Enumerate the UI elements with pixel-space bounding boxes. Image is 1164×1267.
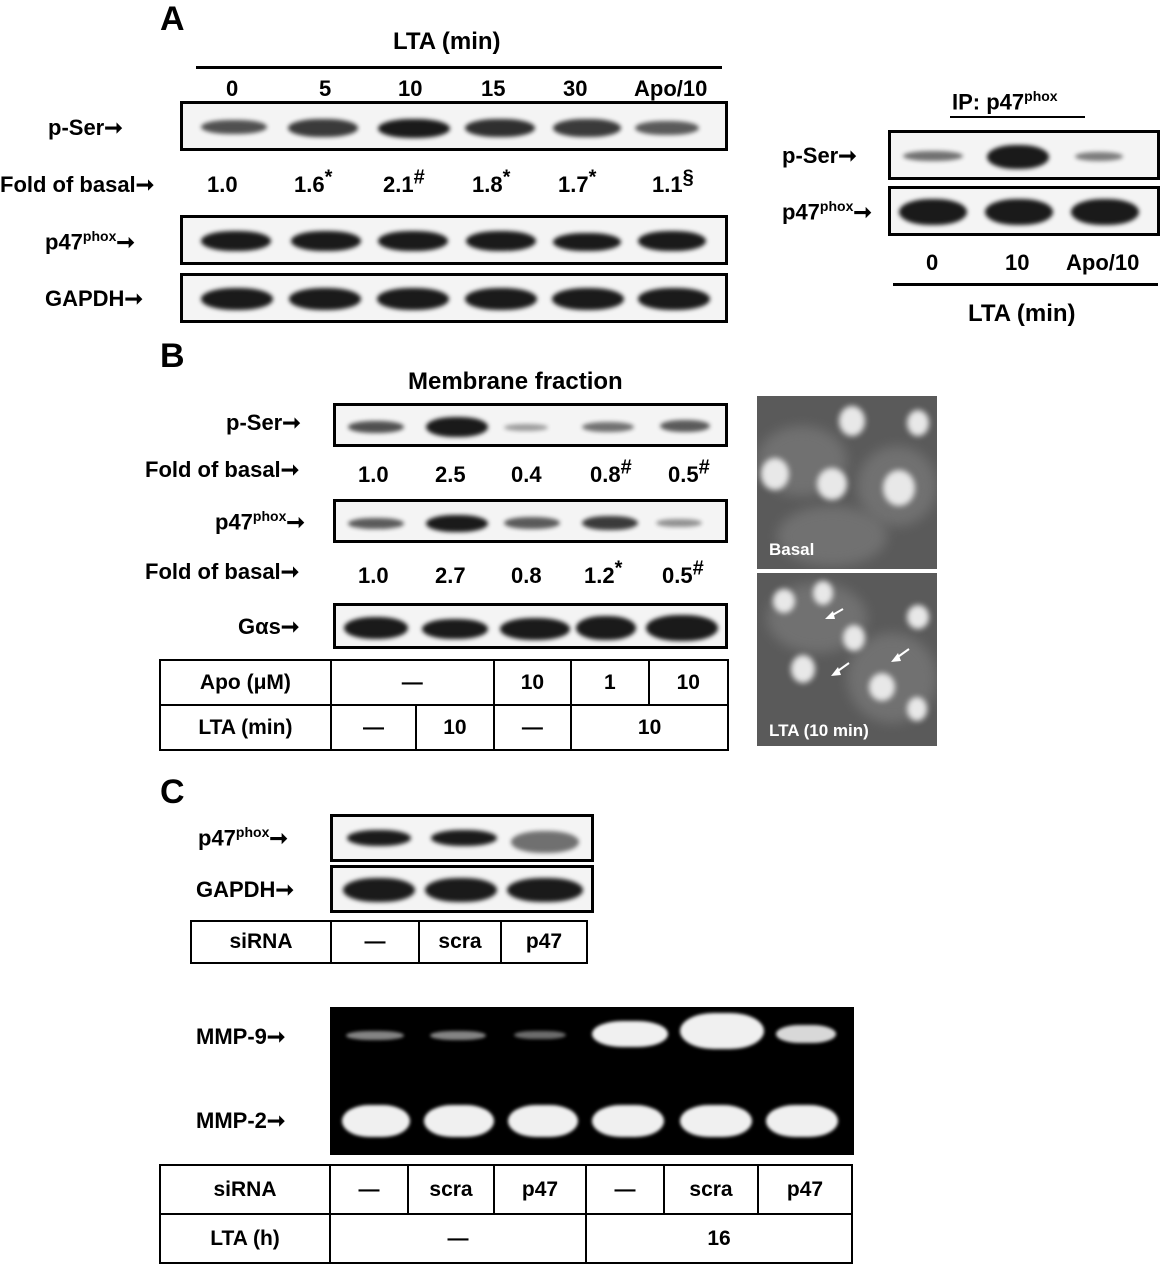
row-label-p47: p47phox➞ (198, 824, 288, 851)
fold-value: 0.4 (511, 462, 542, 487)
ip-row-label-p47: p47phox➞ (782, 198, 872, 225)
ip-footer: LTA (min) (968, 300, 1076, 327)
table-cell: — (585, 1164, 665, 1215)
micrograph-basal: Basal (757, 396, 937, 569)
table-cell: — (329, 704, 418, 751)
table-cell: — (329, 1164, 409, 1215)
table-cell: — (329, 1213, 587, 1264)
table-cell: 1 (570, 659, 650, 706)
micrograph-lta-label: LTA (10 min) (769, 721, 869, 740)
table-cell: 10 (492, 659, 573, 706)
fold-value: 1.6* (294, 166, 333, 197)
blot-ip-pser (888, 130, 1160, 180)
table-cell: — (329, 659, 495, 706)
fold-value: 1.0 (358, 563, 389, 588)
fold-value: 1.0 (358, 462, 389, 487)
gel-label-mmp2: MMP-2➞ (196, 1108, 286, 1133)
table-cell: scra (418, 920, 502, 964)
lane-label: 15 (481, 76, 506, 101)
fold-label-b2: Fold of basal➞ (145, 559, 300, 584)
ip-footer-rule (893, 283, 1158, 286)
fold-value: 0.5# (668, 456, 710, 487)
ip-title: IP: p47phox (952, 88, 1058, 115)
blot-a-pser (180, 101, 728, 151)
blot-a-gapdh (180, 273, 728, 323)
table-row-label: Apo (μM) (159, 659, 332, 706)
table-cell: scra (663, 1164, 759, 1215)
row-label-p47: p47phox➞ (215, 508, 305, 535)
ip-title-underline (950, 116, 1085, 118)
blot-b-gas (333, 603, 728, 649)
lane-label: 0 (226, 76, 239, 101)
table-cell: 10 (415, 704, 495, 751)
blot-b-p47 (333, 499, 728, 543)
panel-a-header-rule (196, 66, 722, 69)
arrowheads-icon (825, 608, 910, 676)
panel-a-header: LTA (min) (393, 28, 501, 55)
blot-c-p47 (330, 814, 594, 862)
fold-value: 1.2* (584, 557, 623, 588)
ip-lane-label: 0 (926, 250, 939, 275)
blot-a-p47 (180, 215, 728, 265)
table-cell: p47 (500, 920, 588, 964)
table-cell: 10 (647, 659, 729, 706)
lane-label: 30 (563, 76, 588, 101)
fold-value: 1.7* (558, 166, 597, 197)
lane-label: 10 (398, 76, 423, 101)
row-label-gapdh: GAPDH➞ (45, 286, 143, 311)
table-cell: — (492, 704, 573, 751)
fold-value: 0.8 (511, 563, 542, 588)
ip-lane-label: 10 (1005, 250, 1030, 275)
table-cell: scra (407, 1164, 495, 1215)
fold-value: 2.1# (383, 166, 425, 197)
fold-value: 0.8# (590, 456, 632, 487)
panel-c-gel-table: siRNA — scra p47 — scra p47 LTA (h) — 16 (159, 1164, 853, 1264)
fold-value: 1.0 (207, 172, 238, 197)
panel-b-condition-table: Apo (μM) — 10 1 10 LTA (min) — 10 — 10 (159, 659, 729, 751)
row-label-gas: Gαs➞ (238, 614, 300, 639)
panel-c-letter: C (160, 773, 185, 811)
lane-label: Apo/10 (634, 76, 708, 101)
row-label-gapdh: GAPDH➞ (196, 877, 294, 902)
table-row-label: LTA (h) (159, 1213, 331, 1264)
table-row-label: siRNA (190, 920, 332, 964)
panel-c-sirna-table: siRNA — scra p47 (190, 920, 588, 964)
fold-value: 1.1§ (652, 166, 694, 197)
ip-row-label-pser: p-Ser➞ (782, 143, 857, 168)
fold-value: 1.8* (472, 166, 511, 197)
micrograph-lta: LTA (10 min) (757, 573, 937, 746)
fold-label-b1: Fold of basal➞ (145, 457, 300, 482)
fold-label-a: Fold of basal➞ (0, 172, 155, 197)
panel-b-title: Membrane fraction (408, 368, 623, 395)
panel-a-letter: A (160, 0, 185, 38)
row-label-p47: p47phox➞ (45, 228, 135, 255)
table-cell: — (330, 920, 420, 964)
fold-value: 2.7 (435, 563, 466, 588)
table-cell: p47 (757, 1164, 853, 1215)
blot-ip-p47 (888, 186, 1160, 236)
panel-b-letter: B (160, 337, 185, 375)
fold-value: 2.5 (435, 462, 466, 487)
table-cell: 10 (570, 704, 729, 751)
fold-value: 0.5# (662, 557, 704, 588)
blot-c-gapdh (330, 865, 594, 913)
table-row-label: LTA (min) (159, 704, 332, 751)
table-cell: p47 (493, 1164, 587, 1215)
micrograph-basal-label: Basal (769, 540, 815, 559)
lane-label: 5 (319, 76, 332, 101)
row-label-pser: p-Ser➞ (226, 410, 301, 435)
ip-lane-label: Apo/10 (1066, 250, 1140, 275)
table-row-label: siRNA (159, 1164, 331, 1215)
table-cell: 16 (585, 1213, 853, 1264)
blot-b-pser (333, 403, 728, 447)
zymography-gel (330, 1007, 854, 1155)
gel-label-mmp9: MMP-9➞ (196, 1024, 286, 1049)
row-label-pser: p-Ser➞ (48, 115, 123, 140)
